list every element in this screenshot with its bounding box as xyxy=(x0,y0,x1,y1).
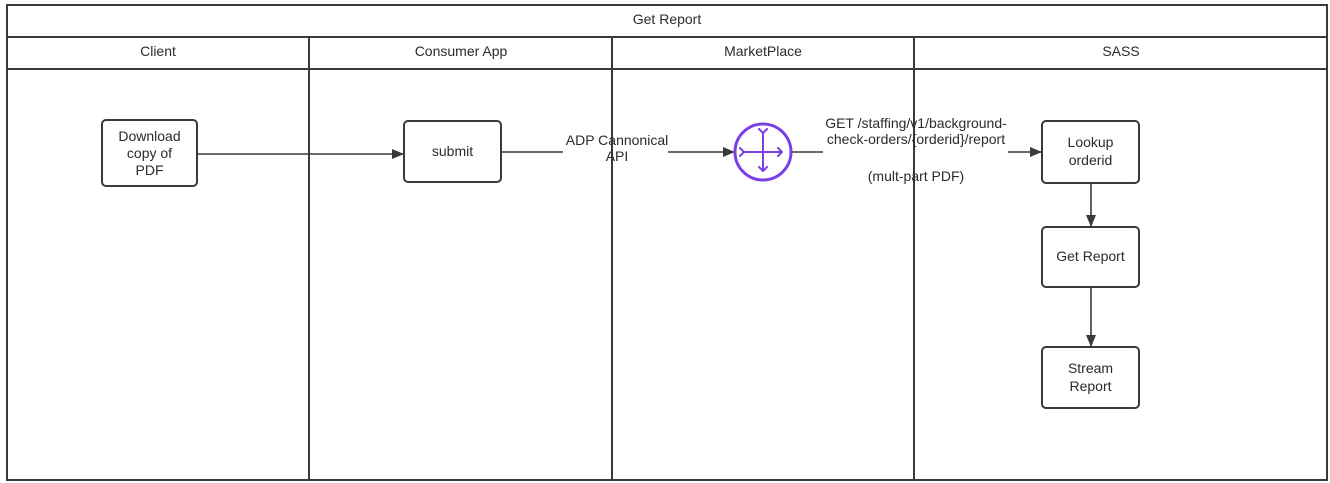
node-download-pdf: Download copy of PDF xyxy=(101,119,198,187)
node-lookup-line-1: Lookup xyxy=(1068,134,1114,150)
node-submit: submit xyxy=(403,120,502,183)
edge-label-adp-line-2: API xyxy=(606,148,629,164)
node-stream-line-1: Stream xyxy=(1068,360,1113,376)
node-download-line-1: Download xyxy=(118,128,180,144)
edge-label-adp-line-1: ADP Cannonical xyxy=(566,132,668,148)
pool-frame xyxy=(6,4,1328,481)
edge-label-get-line-2: check-orders/{orderid}/report xyxy=(827,131,1005,147)
node-download-line-3: PDF xyxy=(136,162,164,178)
edge-label-get-line-1: GET /staffing/v1/background- xyxy=(825,115,1007,131)
lane-label-client: Client xyxy=(140,43,176,59)
edge-label-multipart: (mult-part PDF) xyxy=(868,168,964,184)
router-icon xyxy=(733,122,793,182)
node-get-report-label: Get Report xyxy=(1056,248,1125,264)
node-get-report: Get Report xyxy=(1041,226,1140,288)
node-lookup-line-2: orderid xyxy=(1069,152,1113,168)
lane-label-consumer-app: Consumer App xyxy=(415,43,508,59)
node-download-line-2: copy of xyxy=(127,145,172,161)
lane-label-marketplace: MarketPlace xyxy=(724,43,802,59)
node-stream-line-2: Report xyxy=(1069,378,1111,394)
node-stream-report: Stream Report xyxy=(1041,346,1140,409)
lane-label-sass: SASS xyxy=(1102,43,1139,59)
node-submit-label: submit xyxy=(432,143,473,159)
node-lookup-orderid: Lookup orderid xyxy=(1041,120,1140,184)
diagram-title: Get Report xyxy=(633,11,702,27)
